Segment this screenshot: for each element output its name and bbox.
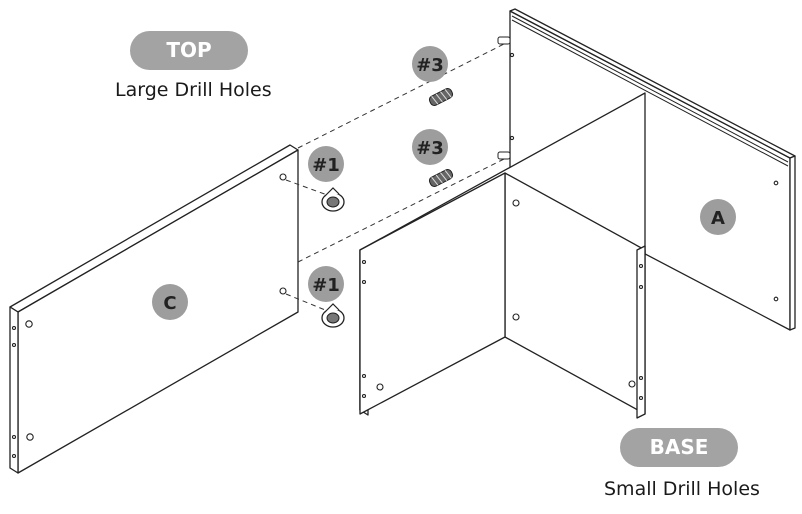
badge-dowel-lower: #3 xyxy=(412,129,448,165)
top-pill-label: TOP xyxy=(166,38,211,62)
badge-panel-a-label: A xyxy=(711,208,725,229)
divider-panel xyxy=(359,172,646,419)
badge-panel-a: A xyxy=(700,199,736,235)
assembly-lines xyxy=(285,41,509,313)
panel-a xyxy=(509,8,796,331)
badge-panel-c-label: C xyxy=(163,293,176,314)
cam-lock-upper-icon xyxy=(321,187,345,212)
base-pill-label: BASE xyxy=(650,435,709,459)
badge-panel-c: C xyxy=(152,284,188,320)
badge-dowel-upper-label: #3 xyxy=(416,55,444,76)
badge-cam-lower: #1 xyxy=(308,266,344,302)
top-caption: Large Drill Holes xyxy=(115,79,272,101)
pin-upper-icon xyxy=(497,36,511,45)
badge-cam-upper-label: #1 xyxy=(312,155,340,176)
badge-dowel-lower-label: #3 xyxy=(416,138,444,159)
base-caption: Small Drill Holes xyxy=(604,478,760,500)
badge-cam-lower-label: #1 xyxy=(312,275,340,296)
top-pill: TOP xyxy=(130,31,248,70)
dowel-lower-icon xyxy=(428,168,454,188)
badge-cam-upper: #1 xyxy=(308,146,344,182)
pin-lower-icon xyxy=(497,151,511,160)
dowel-upper-icon xyxy=(428,87,454,107)
cam-lock-lower-icon xyxy=(321,303,345,328)
base-pill: BASE xyxy=(620,428,738,467)
badge-dowel-upper: #3 xyxy=(412,46,448,82)
